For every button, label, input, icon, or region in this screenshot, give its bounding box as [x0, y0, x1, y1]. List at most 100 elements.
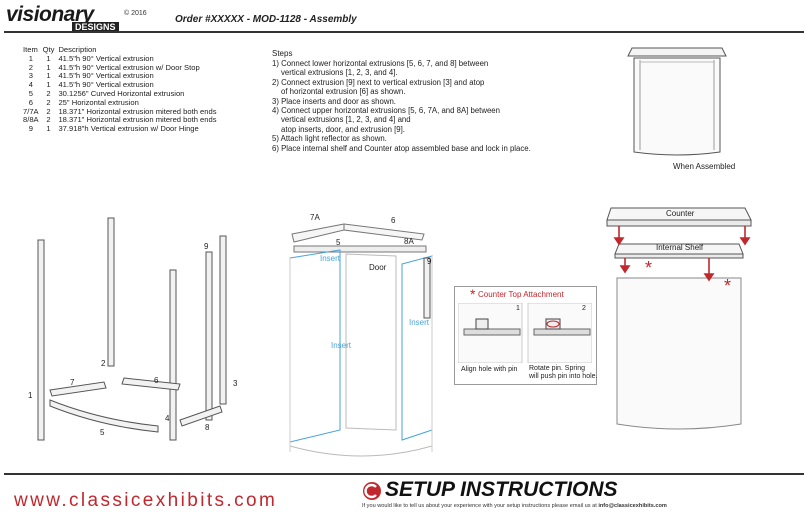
header-divider	[4, 31, 804, 33]
description-cell: 37.918"h Vertical extrusion w/ Door Hing…	[58, 124, 199, 134]
copyright-year: © 2016	[124, 10, 147, 17]
item-cell: 2	[28, 62, 33, 72]
counter-label: Counter	[666, 209, 695, 218]
part-8a-label: 8A	[404, 237, 414, 246]
part-5-top-label: 5	[336, 238, 341, 247]
qty-cell: 2	[46, 88, 51, 98]
step-text: 4) Connect upper horizontal extrusions […	[272, 106, 500, 116]
classic-exhibits-logo-icon	[363, 482, 381, 500]
part-9-center-label: 9	[427, 257, 432, 266]
col-qty-header: Qty	[42, 45, 55, 54]
item-cell: 3	[28, 71, 33, 81]
item-cell: 1	[28, 53, 33, 63]
feedback-email-link[interactable]: info@classicexhibits.com	[598, 503, 667, 509]
table-row: 8/8A 2 18.371" Horizontal extrusion mitere…	[23, 116, 221, 125]
frame-parts-drawing	[37, 217, 227, 441]
website-link[interactable]: www.classicexhibits.com	[14, 490, 278, 511]
when-assembled-caption: When Assembled	[673, 162, 736, 171]
item-cell: 6	[28, 97, 33, 107]
qty-cell: 2	[46, 115, 51, 125]
table-row: 6 2 25" Horizontal extrusion	[23, 97, 221, 108]
table-row: 9 1 37.918"h Vertical extrusion w/ Door Hi…	[23, 124, 221, 134]
part-1-label: 1	[28, 391, 33, 400]
attachment-step-1-number: 1	[516, 305, 520, 312]
step-item: 6) Place internal shelf and Counter atop…	[272, 144, 562, 153]
part-2-label: 2	[101, 359, 106, 368]
brand-logo-sub: DESIGNS	[72, 22, 119, 32]
counter-shelf-assembly-drawing	[606, 207, 752, 430]
table-row: 2 1 41.5"h 90° Vertical extrusion w/ Door …	[23, 62, 221, 73]
part-9-label: 9	[204, 242, 209, 251]
step-text: 1) Connect lower horizontal extrusions […	[272, 59, 489, 68]
step-item: 3) Place inserts and door as shown.	[272, 97, 562, 106]
description-cell: 41.5"h 90° Vertical extrusion	[58, 80, 154, 90]
step-text-continued: of horizontal extrusion [6] as shown.	[281, 87, 406, 97]
steps-title: Steps	[272, 49, 293, 58]
step-text: 3) Place inserts and door as shown.	[272, 96, 396, 106]
attachment-step-2-number: 2	[582, 305, 586, 312]
step-text-continued: vertical extrusions [1, 2, 3, and 4].	[281, 68, 398, 78]
qty-cell: 1	[46, 62, 51, 72]
order-title: Order #XXXXX - MOD-1128 - Assembly	[175, 14, 357, 25]
internal-shelf-label: Internal Shelf	[656, 243, 704, 252]
step-text: 5) Attach light reflector as shown.	[272, 134, 387, 144]
attachment-caption-1: Align hole with pin	[461, 366, 518, 373]
col-description-header: Description	[58, 45, 97, 54]
step-item: 4) Connect upper horizontal extrusions […	[272, 106, 562, 134]
part-6-top-label: 6	[391, 216, 396, 225]
counter-top-attachment-callout	[454, 286, 597, 385]
description-cell: 41.5"h 90° Vertical extrusion w/ Door St…	[58, 62, 200, 72]
assembled-kiosk-drawing	[627, 47, 727, 156]
col-item-header: Item	[23, 45, 38, 54]
insert-door-assembly-drawing	[289, 223, 433, 457]
parts-table-header: Item Qty Description	[23, 45, 221, 55]
description-cell: 41.5"h 90° Vertical extrusion	[58, 53, 154, 63]
feedback-text: If you would like to tell us about your …	[362, 503, 599, 509]
insert-left-label: Insert	[331, 341, 352, 350]
item-cell: 9	[28, 124, 33, 134]
attachment-asterisk: *	[470, 286, 476, 302]
footer-divider	[4, 473, 804, 475]
counter-attachment-detail-drawing	[458, 303, 592, 363]
table-row: 4 1 41.5"h 90° Vertical extrusion	[23, 80, 221, 90]
qty-cell: 2	[46, 97, 51, 107]
item-cell: 7/7A	[23, 106, 39, 116]
table-row: 1 1 41.5"h 90° Vertical extrusion	[23, 53, 221, 64]
attachment-caption-2a: Rotate pin. Spring	[529, 365, 586, 372]
steps-list: 1) Connect lower horizontal extrusions […	[272, 59, 562, 153]
qty-cell: 2	[46, 106, 51, 116]
setup-instructions-title: SETUP INSTRUCTIONS	[385, 478, 618, 501]
step-item: 5) Attach light reflector as shown.	[272, 134, 562, 143]
step-text-continued: vertical extrusions [1, 2, 3, and 4] and	[281, 115, 411, 125]
step-item: 1) Connect lower horizontal extrusions […	[272, 59, 562, 78]
description-cell: 25" Horizontal extrusion	[58, 97, 139, 107]
description-cell: 30.1256" Curved Horizontal extrusion	[58, 88, 185, 98]
step-text: 6) Place internal shelf and Counter atop…	[272, 143, 531, 153]
qty-cell: 1	[46, 124, 51, 134]
item-cell: 8/8A	[23, 115, 39, 125]
part-7-label: 7	[70, 378, 75, 387]
counter-top-attachment-title: Counter Top Attachment	[478, 290, 564, 299]
door-label: Door	[369, 263, 387, 272]
insert-right-label: Insert	[409, 318, 430, 327]
part-6-label: 6	[154, 376, 159, 385]
step-item: 2) Connect extrusion [9] next to vertica…	[272, 78, 562, 97]
description-cell: 18.371" Horizontal extrusion mitered bot…	[58, 115, 217, 125]
item-cell: 4	[28, 80, 33, 90]
table-row: 7/7A 2 18.371" Horizontal extrusion mitere…	[23, 106, 221, 117]
feedback-note: If you would like to tell us about your …	[362, 503, 667, 509]
insert-top-label: Insert	[320, 254, 341, 263]
brand-logo: visionary	[6, 3, 94, 26]
attachment-caption-2b: will push pin into hole.	[529, 373, 598, 380]
qty-cell: 1	[46, 80, 51, 90]
item-cell: 5	[28, 88, 33, 98]
part-3-label: 3	[233, 379, 238, 388]
step-text: 2) Connect extrusion [9] next to vertica…	[272, 77, 485, 87]
description-cell: 41.5"h 90° Vertical extrusion	[58, 71, 154, 81]
part-7a-label: 7A	[310, 213, 320, 222]
qty-cell: 1	[46, 53, 51, 63]
part-8-label: 8	[205, 423, 210, 432]
description-cell: 18.371" Horizontal extrusion mitered bot…	[58, 106, 217, 116]
